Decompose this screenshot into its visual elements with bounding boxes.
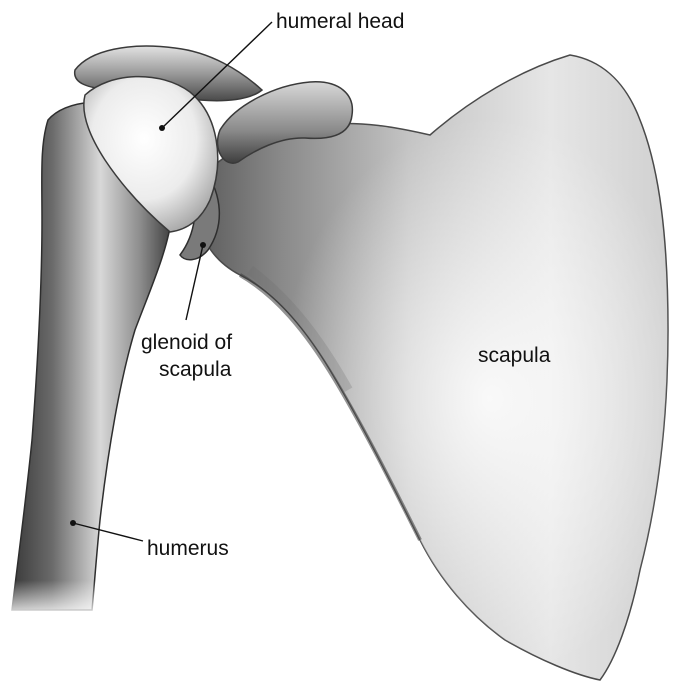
label-humerus: humerus xyxy=(147,537,229,560)
humeral-head-dot xyxy=(159,125,165,131)
label-glenoid-line1: glenoid of xyxy=(141,331,232,354)
glenoid-dot xyxy=(200,242,206,248)
label-scapula: scapula xyxy=(478,344,551,367)
label-glenoid-line2: scapula xyxy=(159,358,232,381)
humerus-dot xyxy=(70,520,76,526)
scapula-bone xyxy=(198,55,668,680)
label-humeral-head: humeral head xyxy=(276,10,404,33)
